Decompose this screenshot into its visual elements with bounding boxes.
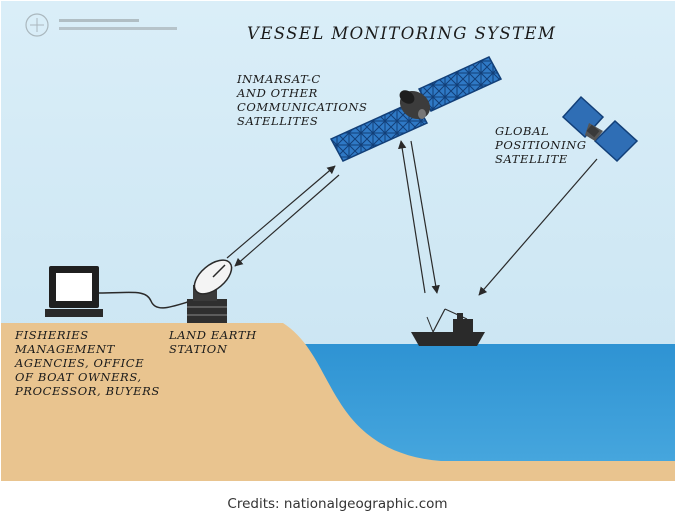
satellites-label: INMARSAT-C AND OTHER COMMUNICATIONS SATE…: [236, 72, 372, 128]
logo: [25, 13, 177, 37]
gps-satellite-icon: [561, 95, 639, 163]
cable: [98, 291, 192, 309]
downlink-arrow: [234, 174, 340, 267]
gps-label: GLOBAL POSITIONING SATELLITE: [494, 124, 591, 166]
gps-to-vessel-arrow: [478, 158, 598, 296]
uplink-arrow: [226, 165, 336, 259]
land-earth-station-label: LAND EARTH STATION: [168, 328, 261, 356]
vessel-to-sat-arrow: [398, 140, 426, 294]
image-credit: Credits: nationalgeographic.com: [227, 496, 448, 512]
diagram-title: VESSEL MONITORING SYSTEM: [247, 24, 556, 43]
computer-icon: [45, 266, 103, 317]
land: [1, 323, 675, 481]
fisheries-label: FISHERIES MANAGEMENT AGENCIES, OFFICE OF…: [14, 328, 160, 398]
inmarsat-satellite-icon: [329, 56, 503, 162]
sat-to-vessel-arrow: [410, 140, 440, 294]
vms-diagram: VESSEL MONITORING SYSTEM INMARSAT-C AND …: [1, 1, 675, 481]
land-earth-station-icon: [187, 259, 233, 323]
fishing-vessel-icon: [411, 308, 485, 346]
